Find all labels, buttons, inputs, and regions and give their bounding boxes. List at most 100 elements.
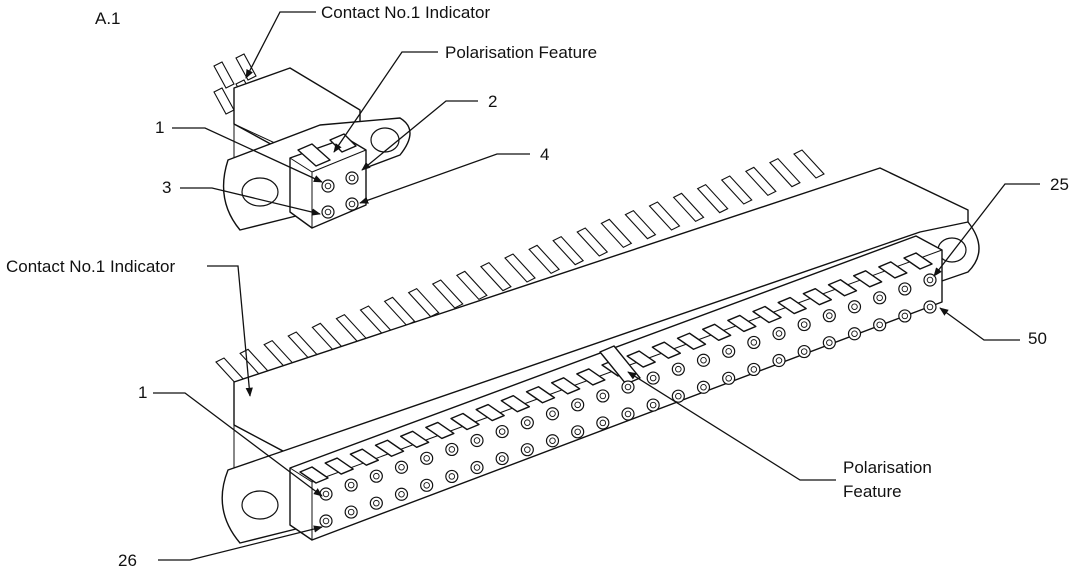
large-connector-contact (747, 335, 761, 350)
small-polarisation-label: Polarisation Feature (445, 43, 597, 62)
small-connector-mount-hole-right (370, 127, 400, 153)
large-connector-contact (344, 505, 358, 519)
large-connector-rib (399, 430, 430, 449)
large-connector-rib (777, 296, 807, 315)
large-connector-rib (374, 439, 405, 457)
small-connector-mount-hole-left (241, 177, 279, 207)
small-connector-contacts (321, 171, 359, 219)
large-connector-contact (847, 300, 862, 314)
large-connector-contact (420, 451, 434, 465)
large-connector-contact (898, 282, 912, 296)
large-connector-mount-hole-left (241, 490, 279, 520)
large-connector-contact (822, 309, 836, 323)
large-connector-contact (797, 317, 811, 332)
large-connector-contact (520, 443, 534, 457)
large-connector-contact (545, 407, 560, 421)
small-contact-3-label: 3 (162, 178, 171, 197)
large-connector-contact (394, 460, 409, 474)
large-connector-contact (470, 460, 484, 475)
large-connector-contact (923, 273, 937, 287)
large-connector-contact (722, 371, 736, 385)
large-connector-rib (727, 314, 757, 333)
small-contact-2-label: 2 (488, 92, 497, 111)
large-connector-contact (847, 327, 862, 341)
large-connector-insert (289, 235, 943, 541)
large-connector-pin (672, 192, 705, 223)
large-connector-contact (445, 469, 459, 484)
small-connector-callouts: Contact No.1 Indicator Polarisation Feat… (155, 3, 597, 216)
large-polarisation-label-line-1: Polarisation (843, 458, 932, 477)
large-connector-contact (772, 353, 786, 368)
large-connector-rib (475, 403, 505, 422)
large-contact-25-label: 25 (1050, 175, 1069, 194)
large-connector-pin (335, 313, 368, 344)
small-contact-indicator-label: Contact No.1 Indicator (321, 3, 490, 22)
large-connector-pin (696, 183, 729, 214)
large-connector-contact (596, 416, 610, 430)
large-connector-contact (671, 389, 685, 403)
large-connector-contact (747, 362, 761, 377)
large-connector-rib (903, 252, 933, 270)
large-polarisation-label: Polarisation Feature (843, 458, 937, 501)
large-connector-pin (624, 209, 657, 240)
large-connector-rib (701, 323, 732, 342)
small-contact-4-label: 4 (540, 145, 549, 164)
large-connector-pin (359, 305, 392, 335)
large-connector-contact (923, 300, 937, 314)
large-connector-rib (651, 341, 682, 359)
large-connector-pin (455, 270, 488, 301)
large-connector-contact (898, 309, 912, 323)
large-connector-rib (450, 412, 480, 431)
large-connector-pin (720, 175, 753, 205)
large-connector-rib (752, 305, 782, 324)
large-connector-contact (319, 514, 333, 528)
large-connector-contact (520, 416, 534, 430)
large-connector-contact (344, 478, 358, 492)
large-connector-contact (772, 326, 786, 341)
large-connector-contact (722, 344, 736, 358)
large-connector-contact (696, 353, 711, 367)
large-connector-contact (470, 433, 484, 448)
large-connector-pin (769, 157, 801, 188)
small-connector (213, 53, 411, 231)
large-connector-contact (495, 451, 509, 466)
large-connector-contact (369, 469, 383, 483)
large-connector (215, 149, 980, 544)
large-connector-rib (349, 448, 380, 466)
large-connector-contact (571, 398, 585, 412)
small-connector-polarisation-key (297, 143, 331, 167)
large-connector-contact (873, 318, 887, 332)
large-connector-contact (696, 380, 711, 394)
large-connector-pin (552, 235, 585, 266)
large-connector-rib (299, 466, 329, 484)
large-connector-pin (600, 218, 633, 249)
large-connector-pin (528, 244, 560, 275)
large-connector-rib (324, 457, 354, 475)
large-connector-callouts: Contact No.1 Indicator 1 26 25 50 Polari… (6, 175, 1069, 570)
large-connector-contact (797, 344, 811, 359)
large-connector-pins (215, 149, 825, 387)
small-contact-1-label: 1 (155, 118, 164, 137)
large-connector-contact (369, 496, 383, 510)
large-connector-contact (495, 424, 509, 439)
large-connector-contact (545, 434, 560, 448)
large-polarisation-label-line-2: Feature (843, 482, 902, 501)
large-connector-contact (420, 478, 434, 492)
large-connector-pin (431, 279, 464, 309)
large-connector-rib (576, 368, 606, 386)
large-connector-rib (525, 386, 556, 404)
large-contact-26-label: 26 (118, 551, 137, 570)
large-connector-pin (744, 166, 777, 197)
large-connector-contact (596, 389, 610, 403)
large-connector-pin (407, 287, 440, 318)
large-connector-rib (626, 350, 656, 368)
large-connector-contacts (319, 273, 937, 528)
large-connector-rib (827, 279, 858, 297)
large-connector-contact (394, 487, 409, 501)
large-connector-rib (878, 261, 908, 279)
large-connector-contact (646, 371, 660, 385)
large-connector-contact-ribs (299, 252, 933, 484)
large-connector-contact (822, 336, 836, 350)
large-contact-indicator-label: Contact No.1 Indicator (6, 257, 175, 276)
